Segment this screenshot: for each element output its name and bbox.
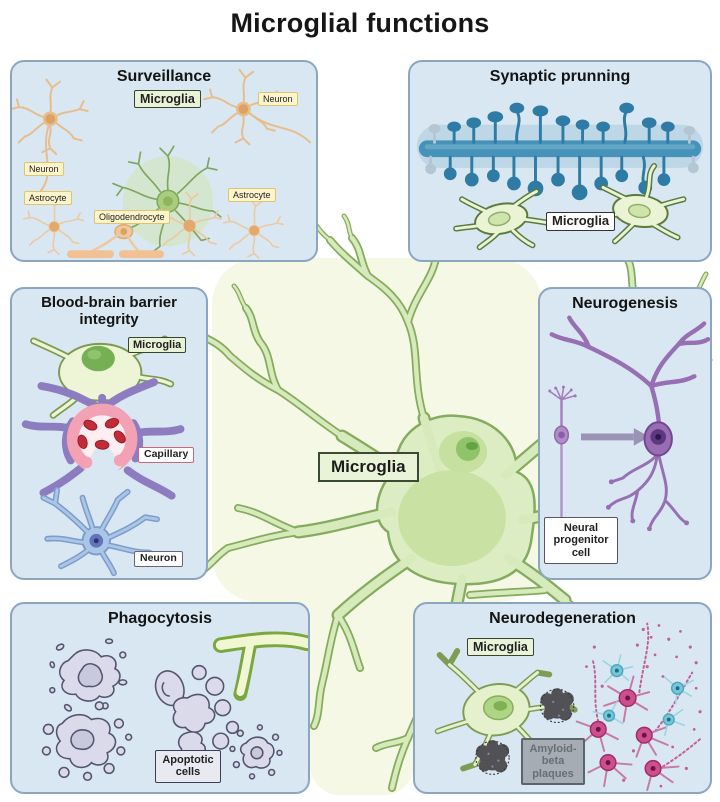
differentiation-arrow: [581, 428, 650, 446]
spines-top: [428, 102, 696, 144]
central-microglia-label: Microglia: [318, 452, 419, 482]
microglia-cell: [434, 648, 578, 772]
mature-neuron: [549, 315, 710, 532]
neuron-cell: [40, 486, 164, 577]
label-microglia: Microglia: [546, 212, 616, 231]
label-neuron-left: Neuron: [24, 162, 64, 177]
label-capillary: Capillary: [138, 447, 195, 463]
degenerating-neurons: [575, 622, 702, 792]
amyloid-plaques: [475, 688, 575, 775]
synaptic-pruning-illustration: [416, 102, 704, 251]
microglia-process: [212, 631, 308, 701]
fragmentation-dots: [585, 624, 702, 788]
label-microglia: Microglia: [134, 90, 201, 108]
oligodendrocyte-cell: [66, 223, 164, 259]
panel-synaptic-pruning: Synaptic prunning Microglia: [408, 60, 712, 262]
apoptotic-cells: [41, 638, 283, 782]
label-neuron: Neuron: [134, 551, 183, 567]
panel-title: Blood-brain barrier integrity: [41, 294, 177, 328]
panel-title: Surveillance: [116, 68, 212, 85]
panel-phagocytosis: Phagocytosis Apoptotic cells: [10, 602, 310, 794]
neurogenesis-illustration: [548, 315, 710, 532]
microglia-cells: [453, 162, 687, 251]
panel-title: Neurogenesis: [572, 295, 678, 312]
label-neuron-right: Neuron: [258, 92, 298, 107]
panel-neurogenesis: Neurogenesis Neural progenitor cell: [538, 287, 712, 580]
label-astrocyte-left: Astrocyte: [24, 191, 72, 206]
panel-blood-brain-barrier: Blood-brain barrier integrity Microglia …: [10, 287, 208, 580]
figure-title: Microglial functions: [230, 8, 490, 38]
label-oligodendrocyte: Oligodendrocyte: [94, 210, 170, 225]
panel-title: Synaptic prunning: [489, 68, 631, 85]
neurodegeneration-illustration: [434, 622, 702, 792]
label-microglia: Microglia: [128, 337, 187, 354]
progenitor-cell: [548, 385, 577, 520]
bbb-illustration: [21, 335, 185, 577]
label-amyloid-beta-plaques: Amyloid-beta plaques: [521, 738, 585, 785]
tan-neurons: [12, 68, 312, 259]
panel-title: Neurodegeneration: [489, 610, 636, 627]
microglia-nucleus: [398, 431, 506, 566]
label-neural-progenitor-cell: Neural progenitor cell: [544, 517, 618, 564]
label-microglia: Microglia: [467, 638, 534, 656]
label-astrocyte-right: Astrocyte: [228, 188, 276, 203]
panel-neurodegeneration: Neurodegeneration Microglia Amyloid-beta…: [413, 602, 712, 794]
panel-surveillance: Surveillance Microglia Neuron Neuron Ast…: [10, 60, 318, 262]
capillary: [66, 403, 138, 479]
label-apoptotic-cells: Apoptotic cells: [155, 750, 221, 783]
panel-title: Phagocytosis: [107, 610, 213, 627]
phagocytosis-illustration: [41, 631, 308, 782]
